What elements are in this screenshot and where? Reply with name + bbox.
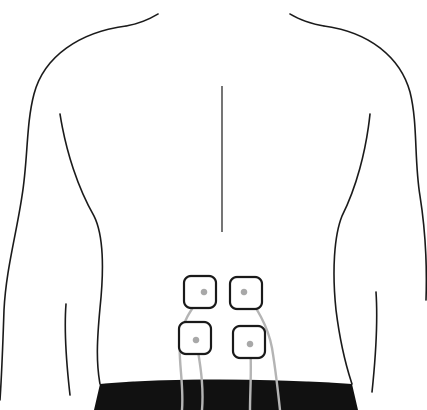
left-arm-outline [0,26,126,400]
neck-right-outline [290,14,324,26]
right-torso-side-outline [334,114,370,384]
electrode-dot [193,337,200,344]
neck-left-outline [126,14,158,26]
electrode-dot [241,289,248,296]
electrode-upper-right [230,277,262,309]
right-arm-outline [324,26,426,300]
waistband [94,380,358,410]
electrode-dot [247,341,254,348]
left-inner-arm-outline [65,304,70,395]
electrode-upper-left [184,276,216,308]
electrode-lower-right [233,326,265,358]
electrode-lower-left [179,322,211,354]
right-inner-arm-outline [372,292,377,392]
electrode-dot [201,289,208,296]
